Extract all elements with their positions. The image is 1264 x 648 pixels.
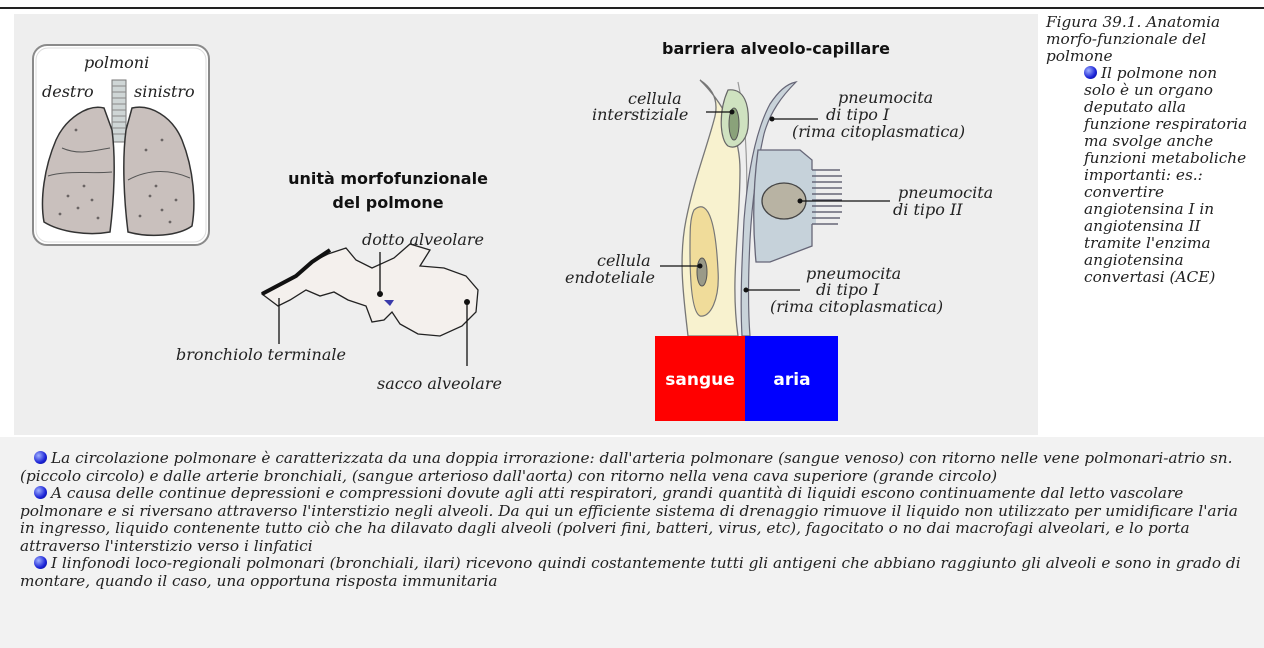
paragraph-text: La circolazione polmonare è caratterizza… (20, 449, 1233, 485)
barrier-diagram: barriera alveolo-capillare cellula inter… (565, 39, 993, 421)
paragraph: La circolazione polmonare è caratterizza… (20, 450, 1250, 485)
interstitial-label-2: interstiziale (592, 105, 688, 124)
bullet-icon (34, 556, 47, 569)
lungs-card: polmoni destro sinistro (33, 45, 209, 245)
bullet-icon (1084, 66, 1097, 79)
bronchiole-label: bronchiolo terminale (176, 345, 346, 364)
caption-note: Il polmone non solo è un organo deputato… (1084, 65, 1252, 286)
air-label: aria (773, 370, 810, 390)
lungs-title: polmoni (84, 53, 149, 72)
right-lung-label: destro (42, 82, 94, 101)
trachea-icon (112, 80, 126, 142)
caption-note-text: Il polmone non solo è un organo deputato… (1084, 64, 1247, 286)
paragraph-text: I linfonodi loco-regionali polmonari (br… (20, 554, 1241, 590)
acinus-shape (262, 244, 478, 336)
endothelial-label-2: endoteliale (565, 268, 655, 287)
notes-text: La circolazione polmonare è caratterizza… (20, 450, 1250, 590)
caption-title: Figura 39.1. Anatomia morfo-funzionale d… (1046, 14, 1252, 65)
bullet-icon (34, 451, 47, 464)
pneumo1-bottom-label-3: (rima citoplasmatica) (770, 297, 943, 316)
microvilli (810, 170, 842, 224)
left-lung-label: sinistro (134, 82, 195, 101)
bullet-icon (34, 486, 47, 499)
pneumo1-top-label-3: (rima citoplasmatica) (792, 122, 965, 141)
morpho-unit: unità morfofunzionale del polmone dotto … (176, 169, 502, 393)
paragraph: A causa delle continue depressioni e com… (20, 485, 1250, 555)
sac-label: sacco alveolare (377, 374, 502, 393)
blood-label: sangue (665, 370, 735, 390)
pneumo2-label-2: di tipo II (893, 200, 963, 219)
unit-title-line2: del polmone (332, 193, 443, 212)
unit-title-line1: unità morfofunzionale (288, 169, 488, 188)
paragraph: I linfonodi loco-regionali polmonari (br… (20, 555, 1250, 590)
paragraph-text: A causa delle continue depressioni e com… (20, 484, 1238, 555)
figure-caption: Figura 39.1. Anatomia morfo-funzionale d… (1046, 14, 1252, 286)
duct-label: dotto alveolare (362, 230, 484, 249)
barrier-title: barriera alveolo-capillare (662, 39, 890, 58)
